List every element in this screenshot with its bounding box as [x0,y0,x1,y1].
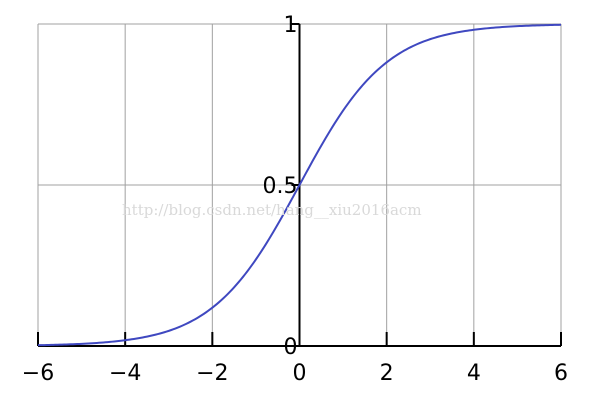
series-group [37,23,562,347]
tick-labels: −6 −4 −2 0 2 4 6 0 0.5 1 [22,13,568,386]
x-tick-label-1: −4 [109,361,141,386]
x-tick-label-3: 0 [293,361,307,386]
series-line [37,23,562,347]
x-tick-label-2: −2 [196,361,228,386]
y-tick-label-0: 0 [284,335,298,360]
x-tick-label-4: 2 [380,361,394,386]
x-tick-label-6: 6 [554,361,568,386]
x-tick-label-5: 4 [467,361,481,386]
y-tick-label-2: 1 [284,13,298,38]
x-tick-label-0: −6 [22,361,54,386]
watermark-text: http://blog.csdn.net/hang__xiu2016acm [122,201,422,219]
y-tick-label-1: 0.5 [263,174,298,199]
axes [37,23,562,347]
